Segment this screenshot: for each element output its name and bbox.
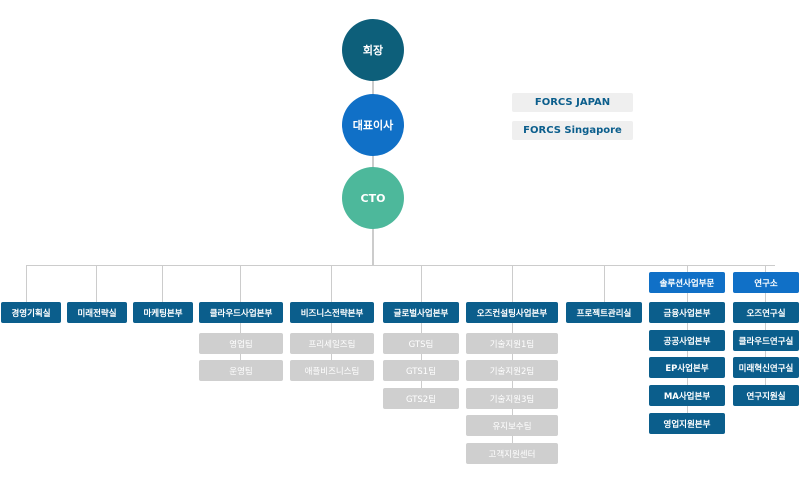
dept-global-business: 글로벌사업본부	[383, 302, 459, 323]
dept-research-lab: 연구소	[733, 272, 799, 293]
dept-project-management: 프로젝트관리실	[566, 302, 642, 323]
lab-research-support: 연구지원실	[733, 385, 799, 406]
team-gts2: GTS2팀	[383, 388, 459, 409]
dept-business-strategy: 비즈니스전략본부	[290, 302, 374, 323]
team-tech-support-2: 기술지원2팀	[466, 360, 558, 381]
team-presales: 프리세일즈팀	[290, 333, 374, 354]
lab-cloud-research: 클라우드연구실	[733, 330, 799, 351]
dept-future-strategy: 미래전략실	[67, 302, 127, 323]
div-finance-business: 금융사업본부	[649, 302, 725, 323]
cto-node: CTO	[342, 167, 404, 229]
team-maintenance: 유지보수팀	[466, 415, 558, 436]
dept-solution-business: 솔루션사업부문	[649, 272, 725, 293]
dept-marketing: 마케팅본부	[133, 302, 193, 323]
team-gts: GTS팀	[383, 333, 459, 354]
affiliate-forcs-japan: FORCS JAPAN	[512, 93, 633, 112]
div-sales-support: 영업지원본부	[649, 413, 725, 434]
div-public-business: 공공사업본부	[649, 330, 725, 351]
lab-oz-research: 오즈연구실	[733, 302, 799, 323]
div-ep-business: EP사업본부	[649, 357, 725, 378]
dept-oz-consulting: 오즈컨설팅사업본부	[466, 302, 558, 323]
team-apple-business: 애플비즈니스팀	[290, 360, 374, 381]
team-tech-support-3: 기술지원3팀	[466, 388, 558, 409]
team-customer-support-center: 고객지원센터	[466, 443, 558, 464]
dept-management-planning: 경영기획실	[1, 302, 61, 323]
team-tech-support-1: 기술지원1팀	[466, 333, 558, 354]
dept-cloud-business: 클라우드사업본부	[199, 302, 283, 323]
div-ma-business: MA사업본부	[649, 385, 725, 406]
lab-future-innovation: 미래혁신연구실	[733, 357, 799, 378]
team-cloud-operations: 운영팀	[199, 360, 283, 381]
team-gts1: GTS1팀	[383, 360, 459, 381]
chairman-node: 회장	[342, 19, 404, 81]
team-cloud-sales: 영업팀	[199, 333, 283, 354]
ceo-node: 대표이사	[342, 94, 404, 156]
affiliate-forcs-singapore: FORCS Singapore	[512, 121, 633, 140]
